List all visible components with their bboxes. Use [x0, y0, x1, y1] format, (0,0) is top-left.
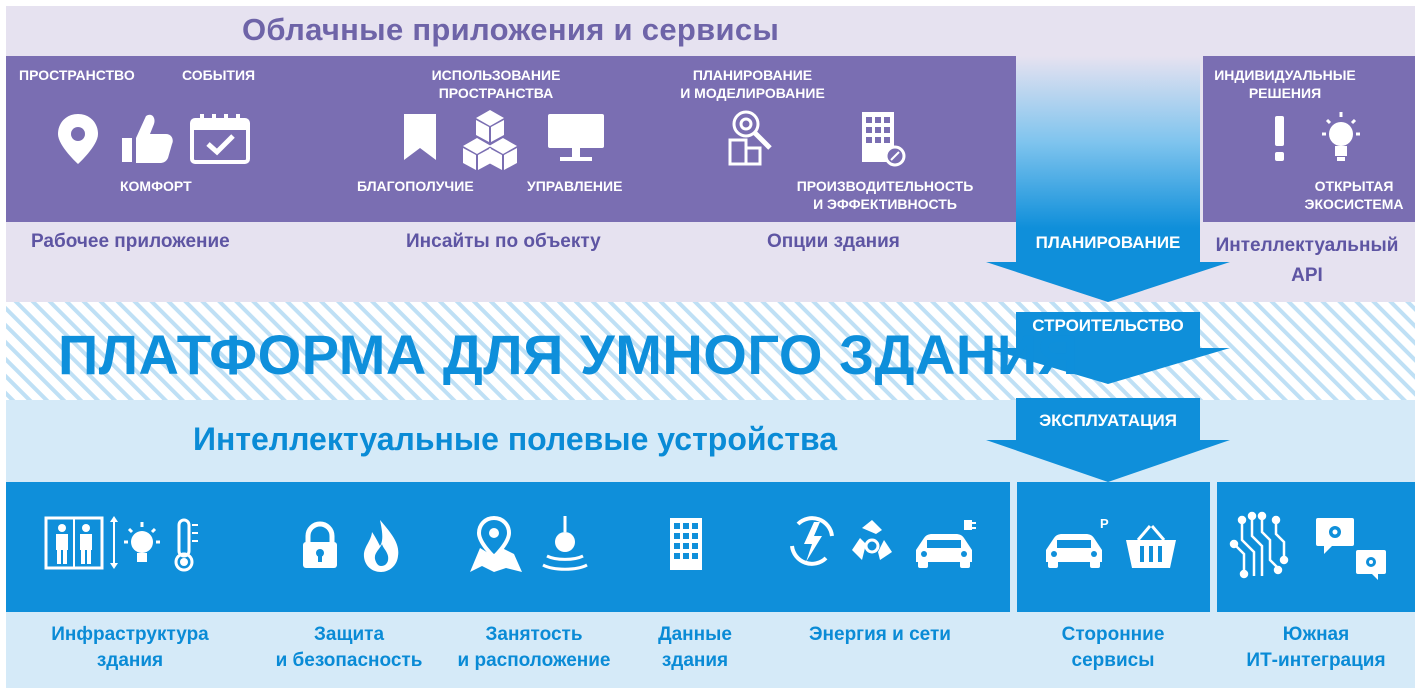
category-building-infrastructure: Инфраструктура здания: [51, 624, 209, 671]
category-building-data: Данные здания: [658, 624, 732, 671]
circuit-icon: [1229, 511, 1289, 579]
arrow-planning: [986, 56, 1230, 302]
monitor-icon: [548, 114, 604, 161]
label-wellbeing: БЛАГОПОЛУЧИЕ: [357, 178, 474, 194]
label-insights: Инсайты по объекту: [406, 231, 601, 252]
recycle-icon: [852, 520, 892, 560]
padlock-icon: [303, 521, 337, 568]
label-productivity: ПРОИЗВОДИТЕЛЬНОСТЬ И ЭФФЕКТИВНОСТЬ: [796, 178, 974, 212]
chat-gears-icon: [1316, 518, 1386, 580]
category-energy-networks: Энергия и сети: [809, 624, 951, 645]
lightbulb-icon: [1322, 112, 1360, 161]
map-pin-icon: [470, 515, 522, 572]
cubes-icon: [463, 110, 517, 170]
devices-block: [6, 482, 1010, 612]
label-management: УПРАВЛЕНИЕ: [527, 178, 623, 194]
building-icon: [670, 518, 702, 570]
arrow-construction: [986, 312, 1230, 384]
thumbs-up-icon: [122, 114, 173, 163]
bookmark-icon: [404, 114, 436, 160]
label-space: ПРОСТРАНСТВО: [19, 67, 135, 83]
exclamation-icon: [1275, 116, 1284, 161]
elevator-icon: [44, 516, 118, 570]
label-smart-api: Интеллектуальный API: [1215, 235, 1399, 286]
category-occupancy-location: Занятость и расположение: [457, 624, 611, 671]
flame-icon: [363, 520, 399, 572]
label-work-app: Рабочее приложение: [31, 231, 230, 252]
cloud-apps-block: [6, 56, 1016, 222]
lightbulb-icon: [124, 522, 160, 562]
basket-icon: [1126, 525, 1176, 568]
category-south-it-integration: Южная ИТ-интеграция: [1246, 624, 1386, 671]
label-building-options: Опции здания: [767, 231, 900, 252]
individual-solutions-block: [1203, 56, 1415, 222]
label-individual-solutions: ИНДИВИДУАЛЬНЫЕ РЕШЕНИЯ: [1214, 67, 1356, 101]
electric-car-icon: [916, 520, 976, 568]
location-pin-icon: [58, 114, 98, 164]
parking-car-icon: P: [1046, 516, 1109, 568]
arrow-operation: [986, 398, 1230, 482]
arrow-label-construction: СТРОИТЕЛЬСТВО: [1032, 316, 1184, 335]
energy-cycle-icon: [790, 516, 834, 566]
arrow-label-planning: ПЛАНИРОВАНИЕ: [1035, 233, 1181, 252]
category-third-party-services: Сторонние сервисы: [1061, 624, 1165, 671]
label-space-use: ИСПОЛЬЗОВАНИЕ ПРОСТРАНСТВА: [431, 67, 561, 101]
thermometer-icon: [174, 518, 198, 572]
svg-text:P: P: [1100, 516, 1109, 531]
calendar-check-icon: [190, 114, 250, 164]
cloud-apps-title: Облачные приложения и сервисы: [242, 12, 780, 47]
label-events: СОБЫТИЯ: [182, 67, 256, 83]
label-open-ecosystem: ОТКРЫТАЯ ЭКОСИСТЕМА: [1304, 178, 1404, 212]
field-devices-title: Интеллектуальные полевые устройства: [193, 421, 838, 457]
category-protection-security: Защита и безопасность: [275, 624, 423, 671]
it-integration-block: [1217, 482, 1415, 612]
third-party-block: [1017, 482, 1210, 612]
label-comfort: КОМФОРТ: [120, 178, 192, 194]
platform-title: ПЛАТФОРМА ДЛЯ УМНОГО ЗДАНИЯ: [58, 323, 1079, 386]
arrow-label-operation: ЭКСПЛУАТАЦИЯ: [1039, 411, 1177, 430]
locator-icon: [542, 516, 588, 571]
label-planning-modeling: ПЛАНИРОВАНИЕ И МОДЕЛИРОВАНИЕ: [680, 67, 825, 101]
gear-search-icon: [728, 110, 772, 166]
building-compass-icon: [862, 112, 906, 167]
